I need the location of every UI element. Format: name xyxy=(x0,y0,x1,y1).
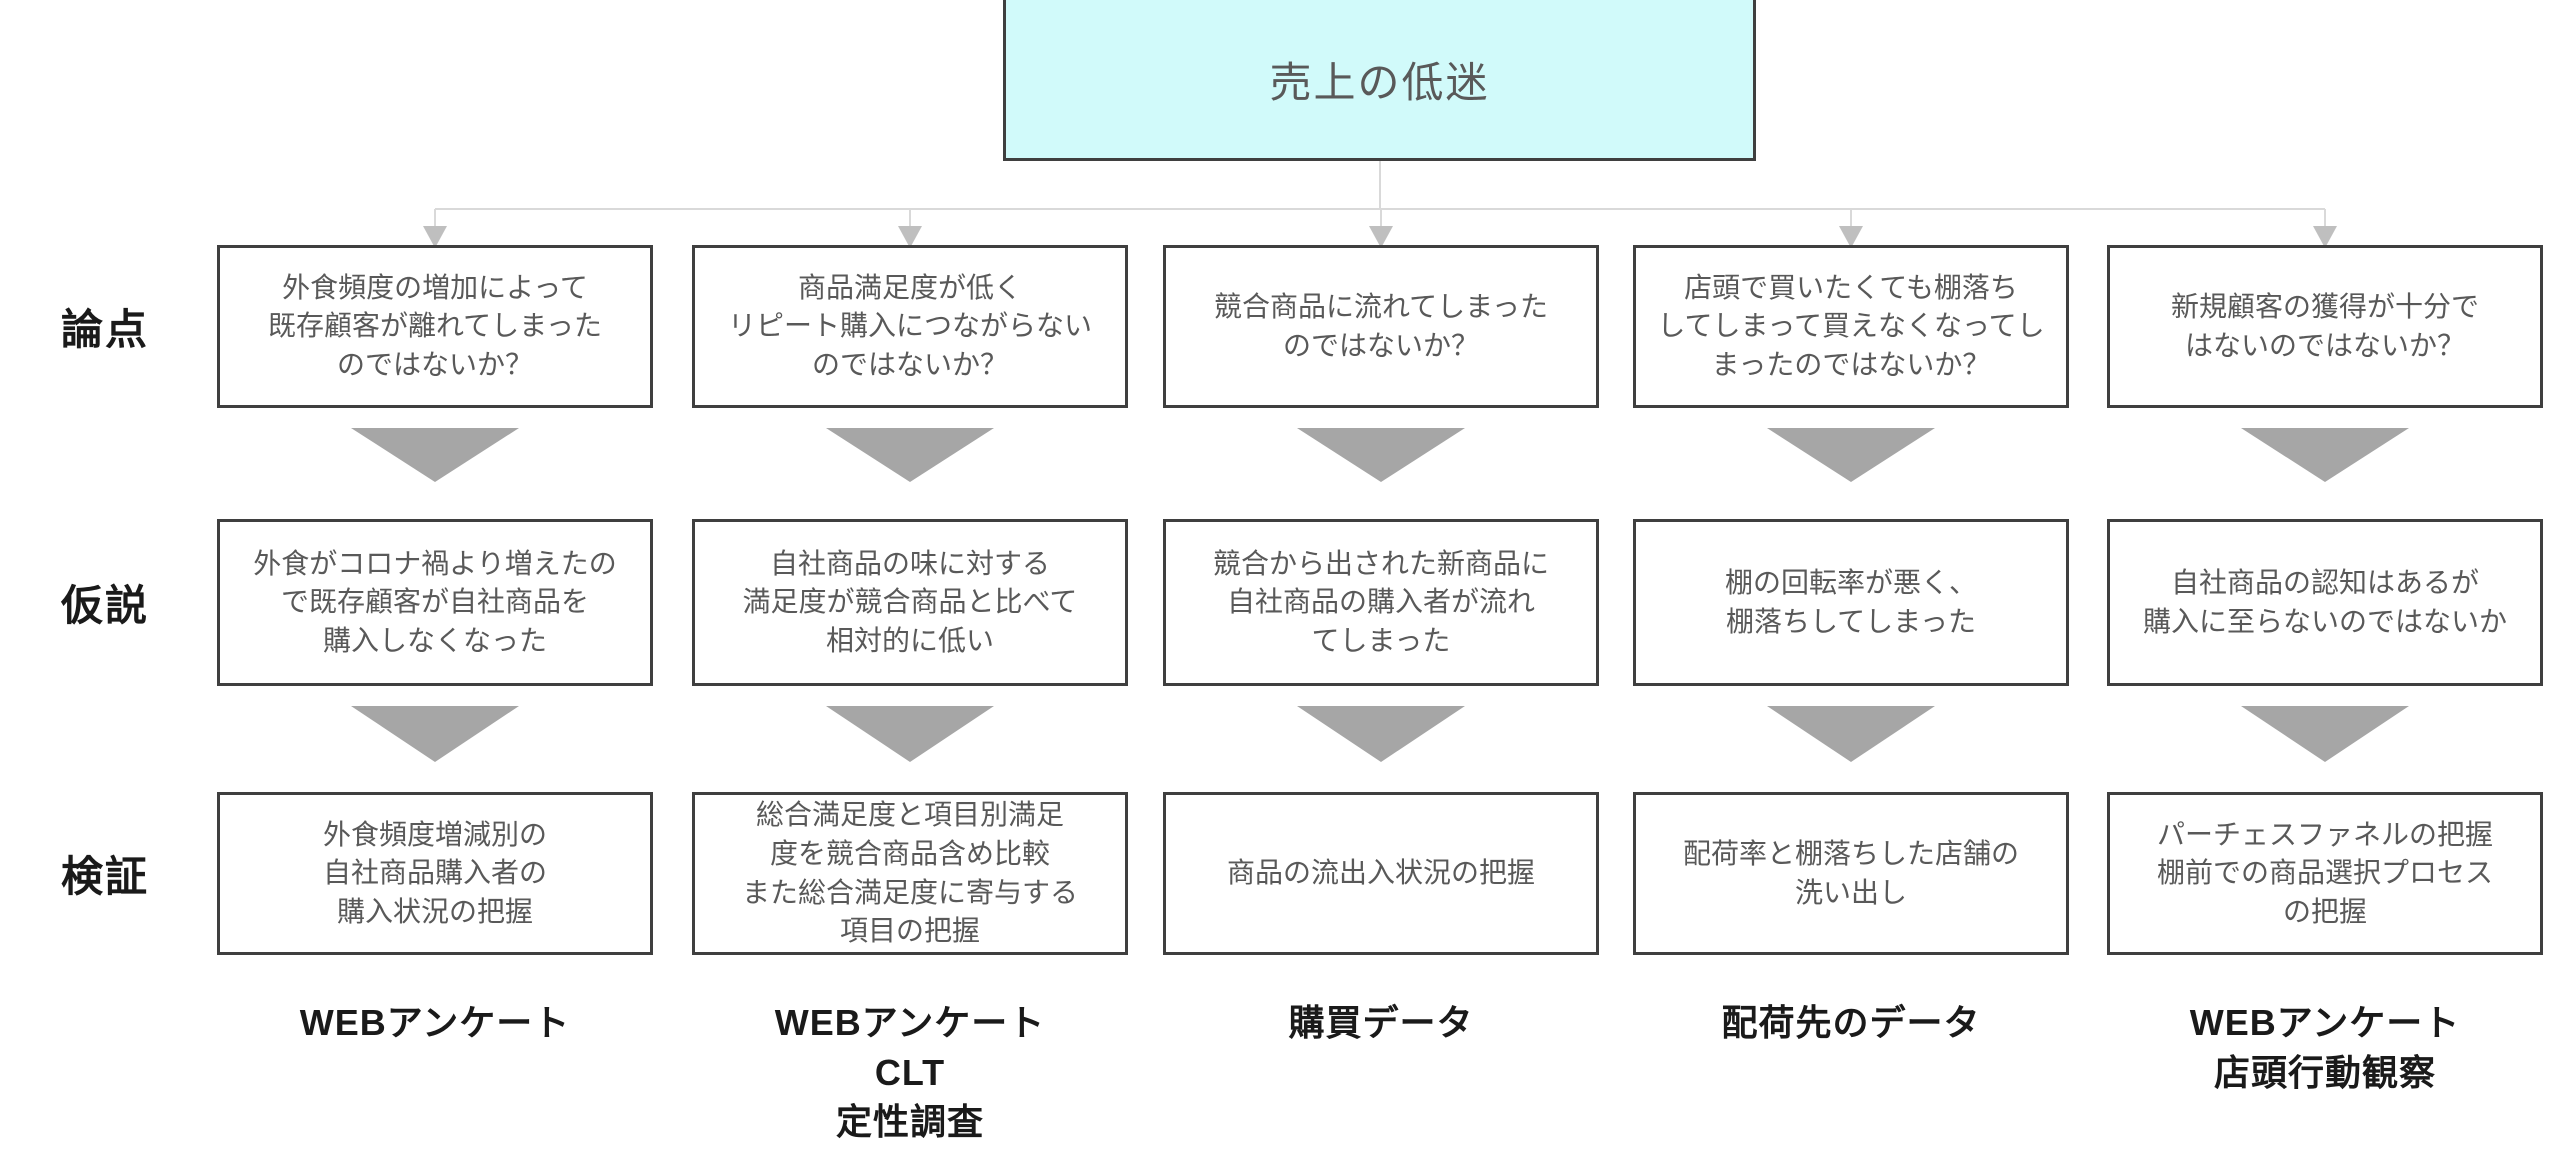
down-triangle-icon xyxy=(351,706,519,762)
verification-text-2: 総合満足度と項目別満足 度を競合商品含め比較 また総合満足度に寄与する 項目の把… xyxy=(741,799,1078,947)
down-triangle-icon xyxy=(826,706,994,762)
issue-text-2: 商品満足度が低く リピート購入につながらない のではないか？ xyxy=(727,271,1092,380)
method-label-3: 購買データ xyxy=(1288,1002,1474,1043)
issue-box-5: 新規顧客の獲得が十分で はないのではないか？ xyxy=(2107,245,2543,408)
verification-text-4: 配荷率と棚落ちした店舗の 洗い出し xyxy=(1682,837,2019,908)
down-triangle-icon xyxy=(351,428,519,482)
hypothesis-box-5: 自社商品の認知はあるが 購入に至らないのではないか xyxy=(2107,519,2543,686)
issue-box-4: 店頭で買いたくても棚落ち してしまって買えなくなってし まったのではないか？ xyxy=(1633,245,2069,408)
method-label-4: 配荷先のデータ xyxy=(1721,1002,1981,1043)
verification-text-1: 外食頻度増減別の 自社商品購入者の 購入状況の把握 xyxy=(322,818,547,927)
hypothesis-box-2: 自社商品の味に対する 満足度が競合商品と比べて 相対的に低い xyxy=(692,519,1128,686)
method-label-2: WEBアンケート CLT 定性調査 xyxy=(774,1002,1046,1143)
problem-box: 売上の低迷 xyxy=(1003,0,1756,161)
issue-text-3: 競合商品に流れてしまった のではないか？ xyxy=(1213,290,1549,361)
issue-box-2: 商品満足度が低く リピート購入につながらない のではないか？ xyxy=(692,245,1128,408)
arrowhead-icon xyxy=(2313,226,2337,248)
row-label-issue: 論点 xyxy=(60,305,149,353)
down-triangle-icon xyxy=(826,428,994,482)
connector-lines xyxy=(423,161,2337,248)
verification-text-5: パーチェスファネルの把握 棚前での商品選択プロセス の把握 xyxy=(2156,818,2493,927)
verification-box-4: 配荷率と棚落ちした店舗の 洗い出し xyxy=(1633,792,2069,955)
issue-text-1: 外食頻度の増加によって 既存顧客が離れてしまった のではないか？ xyxy=(267,271,603,380)
issue-text-5: 新規顧客の獲得が十分で はないのではないか？ xyxy=(2170,290,2479,361)
verification-box-1: 外食頻度増減別の 自社商品購入者の 購入状況の把握 xyxy=(217,792,653,955)
verification-text-3: 商品の流出入状況の把握 xyxy=(1226,857,1535,889)
verification-box-5: パーチェスファネルの把握 棚前での商品選択プロセス の把握 xyxy=(2107,792,2543,955)
down-triangle-icon xyxy=(1767,428,1935,482)
verification-box-2: 総合満足度と項目別満足 度を競合商品含め比較 また総合満足度に寄与する 項目の把… xyxy=(692,792,1128,955)
hypothesis-text-5: 自社商品の認知はあるが 購入に至らないのではないか xyxy=(2142,566,2507,637)
hypothesis-text-2: 自社商品の味に対する 満足度が競合商品と比べて 相対的に低い xyxy=(742,547,1078,656)
down-triangle-icon xyxy=(2241,706,2409,762)
verification-box-3: 商品の流出入状況の把握 xyxy=(1163,792,1599,955)
issue-box-3: 競合商品に流れてしまった のではないか？ xyxy=(1163,245,1599,408)
hypothesis-box-4: 棚の回転率が悪く、 棚落ちしてしまった xyxy=(1633,519,2069,686)
row-label-verification: 検証 xyxy=(60,852,149,900)
arrowhead-icon xyxy=(423,226,447,248)
row-label-hypothesis: 仮説 xyxy=(60,581,149,629)
down-triangle-icon xyxy=(1767,706,1935,762)
hypothesis-text-3: 競合から出された新商品に 自社商品の購入者が流れ てしまった xyxy=(1212,547,1549,656)
down-triangle-icon xyxy=(2241,428,2409,482)
hypothesis-box-3: 競合から出された新商品に 自社商品の購入者が流れ てしまった xyxy=(1163,519,1599,686)
arrowhead-icon xyxy=(1369,226,1393,248)
issue-text-4: 店頭で買いたくても棚落ち してしまって買えなくなってし まったのではないか？ xyxy=(1657,271,2045,380)
arrowhead-icon xyxy=(1839,226,1863,248)
down-triangle-icon xyxy=(1297,706,1465,762)
problem-label: 売上の低迷 xyxy=(1269,58,1490,106)
hypothesis-text-4: 棚の回転率が悪く、 棚落ちしてしまった xyxy=(1724,566,1977,637)
method-label-1: WEBアンケート xyxy=(299,1002,571,1043)
arrowhead-icon xyxy=(898,226,922,248)
method-label-5: WEBアンケート 店頭行動観察 xyxy=(2189,1002,2461,1093)
hypothesis-text-1: 外食がコロナ禍より増えたの で既存顧客が自社商品を 購入しなくなった xyxy=(253,547,617,656)
hypothesis-box-1: 外食がコロナ禍より増えたの で既存顧客が自社商品を 購入しなくなった xyxy=(217,519,653,686)
issue-box-1: 外食頻度の増加によって 既存顧客が離れてしまった のではないか？ xyxy=(217,245,653,408)
down-triangle-icon xyxy=(1297,428,1465,482)
